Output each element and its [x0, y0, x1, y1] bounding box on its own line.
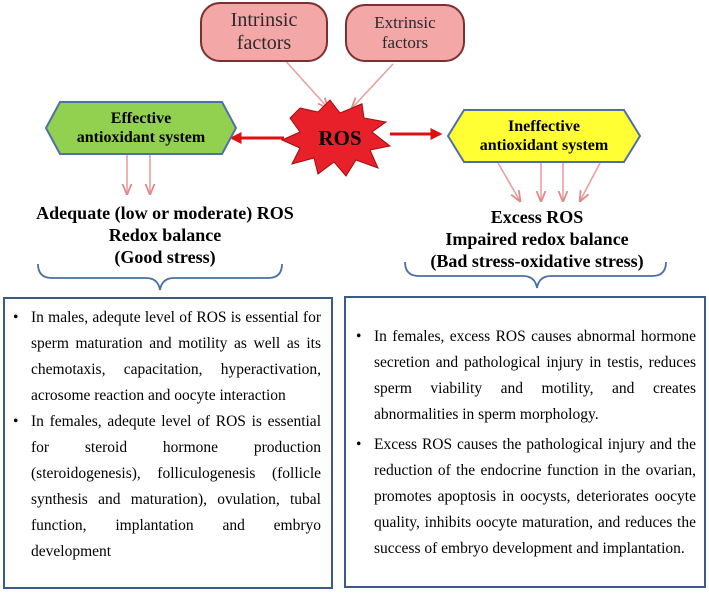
right-bullet-text: Excess ROS causes the pathological injur…	[374, 436, 696, 557]
right-hexagon-shape	[446, 109, 642, 163]
right-bullet-item: • Excess ROS causes the pathological inju…	[352, 432, 696, 562]
bullet-icon: •	[356, 436, 362, 453]
left-hex-line-1: Effective	[110, 109, 172, 127]
left-outcome-line-3: (Good stress)	[114, 247, 216, 267]
left-outcome-line-2: Redox balance	[108, 225, 222, 245]
extrinsic-line-1: Extrinsic	[374, 13, 436, 33]
extrinsic-line-2: factors	[381, 33, 429, 52]
intrinsic-line-1: Intrinsic	[230, 9, 298, 31]
left-bullet-item: • In males, adequte level of ROS is essen…	[9, 305, 321, 409]
left-hex-line-2: antioxidant system	[76, 129, 206, 146]
extrinsic-to-ros-arrow	[352, 63, 394, 108]
right-bullet-item: • In females, excess ROS causes abnormal …	[352, 324, 696, 428]
right-outcome-line-3: (Bad stress-oxidative stress)	[430, 251, 644, 271]
right-down-arrow-4	[580, 162, 601, 201]
intrinsic-to-ros-arrow	[282, 57, 328, 108]
right-hexagon-label: Ineffective antioxidant system	[464, 110, 624, 162]
bullet-icon: •	[356, 328, 362, 345]
intrinsic-factors-box: Intrinsic factors	[200, 2, 328, 62]
left-outcome-text: Adequate (low or moderate) ROS Redox bal…	[20, 202, 310, 268]
right-outcome-line-2: Impaired redox balance	[445, 229, 629, 249]
left-bullet-item: • In females, adequte level of ROS is ess…	[9, 409, 321, 565]
right-bullet-list: • In females, excess ROS causes abnormal …	[352, 324, 696, 562]
right-outcome-text: Excess ROS Impaired redox balance (Bad s…	[392, 206, 682, 272]
ros-label: ROS	[318, 126, 362, 150]
left-bullet-text: In females, adequte level of ROS is esse…	[31, 413, 321, 560]
bullet-icon: •	[13, 413, 19, 430]
intrinsic-line-2: factors	[236, 32, 292, 54]
right-down-arrow-1	[497, 162, 520, 201]
right-outcome-line-1: Excess ROS	[490, 207, 584, 227]
left-hexagon-label: Effective antioxidant system	[60, 102, 222, 154]
right-brace	[404, 261, 667, 289]
right-info-panel: • In females, excess ROS causes abnormal …	[344, 296, 706, 588]
extrinsic-factors-box: Extrinsic factors	[345, 4, 465, 62]
right-bullet-text: In females, excess ROS causes abnormal h…	[374, 328, 696, 423]
left-brace	[37, 263, 283, 291]
ros-burst-shape	[280, 99, 392, 177]
left-hexagon-shape	[44, 101, 238, 155]
bullet-icon: •	[13, 309, 19, 326]
left-bullet-text: In males, adequte level of ROS is essent…	[31, 309, 321, 404]
right-hex-line-2: antioxidant system	[479, 137, 609, 154]
left-info-panel: • In males, adequte level of ROS is essen…	[3, 297, 333, 589]
right-hex-line-1: Ineffective	[508, 117, 580, 135]
left-outcome-line-1: Adequate (low or moderate) ROS	[36, 203, 294, 223]
left-bullet-list: • In males, adequte level of ROS is essen…	[9, 305, 321, 565]
